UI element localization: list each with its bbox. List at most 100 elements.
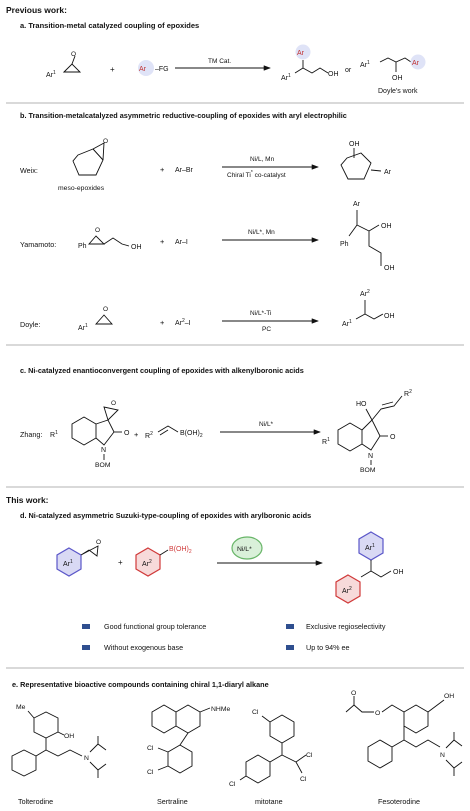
yamamoto-partner: Ar–I <box>175 239 188 246</box>
fesoterodine-o1: O <box>351 690 356 697</box>
ar-label: Ar <box>139 66 147 73</box>
doyle-author: Doyle: <box>20 320 40 329</box>
bullet-4 <box>286 645 294 650</box>
doyle-cond-bottom: PC <box>262 326 271 333</box>
tolterodine-n: N <box>84 755 89 762</box>
branched-product: Ar1 Ar OH Doyle's work <box>360 54 426 95</box>
previous-work-heading: Previous work: <box>6 5 67 15</box>
weix-epoxide-o: O <box>103 138 108 145</box>
plus-c: + <box>134 430 139 439</box>
linear-product: Ar Ar1 OH <box>281 44 339 82</box>
product2-ar: Ar <box>412 60 420 67</box>
doyle-epoxide-o: O <box>103 306 108 313</box>
section-a-title: a. Transition-metal catalyzed coupling o… <box>20 21 199 30</box>
mitotane-structure: Cl Cl Cl Cl mitotane <box>229 709 313 806</box>
sertraline-cl1: Cl <box>147 745 154 752</box>
ar1-label: Ar1 <box>46 70 56 79</box>
feature-list: Good functional group tolerance Exclusiv… <box>82 622 386 652</box>
section-d: d. Ni-catalyzed asymmetric Suzuki-type-c… <box>20 511 404 652</box>
catalyst-badge <box>231 536 263 560</box>
section-e-title: e. Representative bioactive compounds co… <box>12 680 269 689</box>
yamamoto-prod-ph: Ph <box>340 241 349 248</box>
feature-2: Exclusive regioselectivity <box>306 622 386 631</box>
zhang-author: Zhang: <box>20 430 42 439</box>
feature-1: Good functional group tolerance <box>104 622 206 631</box>
mitotane-cl3: Cl <box>300 776 307 783</box>
plus-d: + <box>118 558 123 567</box>
this-work-heading: This work: <box>6 495 49 505</box>
tolterodine-oh: OH <box>64 733 74 740</box>
weix-prod-oh: OH <box>349 141 360 148</box>
aryl-fg-reagent: Ar –FG <box>138 60 169 76</box>
weix-partner: Ar–Br <box>175 167 194 174</box>
zhang-prod-r1: R1 <box>322 437 330 446</box>
condition-tm-cat: TM Cat. <box>208 58 231 65</box>
feature-3: Without exogenous base <box>104 643 183 652</box>
zhang-bom: BOM <box>95 462 111 469</box>
product-ar1: Ar1 <box>281 73 291 82</box>
doyle-prod-oh: OH <box>384 313 395 320</box>
zhang-boron: B(OH)2 <box>180 430 203 439</box>
bullet-1 <box>82 624 90 629</box>
d-boron: B(OH)2 <box>169 546 192 555</box>
zhang-prod-bom: BOM <box>360 467 376 474</box>
zhang-prod-r2: R2 <box>404 389 412 398</box>
fesoterodine-oh: OH <box>444 693 454 700</box>
doyle-partner: Ar2–I <box>175 318 191 327</box>
yamamoto-ph: Ph <box>78 243 87 250</box>
zhang-carbonyl-o: O <box>124 430 130 437</box>
plus-sign: + <box>110 65 115 74</box>
spiro-epoxide: R1 O O N BOM <box>50 400 130 469</box>
ar-highlight-circle-2 <box>295 44 311 60</box>
ar2-boronic-acid: Ar2 B(OH)2 <box>135 546 192 577</box>
doyle-prod-ar1: Ar1 <box>342 319 352 328</box>
doyle-row: Doyle: Ar1 O + Ar2–I Ni/L*-Ti PC Ar2 Ar1… <box>20 289 395 333</box>
or-label: or <box>345 67 352 74</box>
zhang-epoxide-o: O <box>111 400 116 407</box>
sertraline-name: Sertraline <box>157 797 188 806</box>
yamamoto-row: Yamamoto: Ph O OH + Ar–I Ni/L*, Mn Ar Ph… <box>20 201 395 272</box>
zhang-prod-ho: HO <box>356 401 367 408</box>
sertraline-nhme: NHMe <box>211 706 230 713</box>
product2-oh: OH <box>392 75 403 82</box>
yamamoto-epoxide-o: O <box>95 227 100 234</box>
bullet-2 <box>286 624 294 629</box>
sertraline-cl2: Cl <box>147 769 154 776</box>
weix-row: Weix: O meso-epoxides + Ar–Br Ni/L, Mn C… <box>20 138 392 192</box>
zhang-product: HO R2 R1 O N BOM <box>322 389 412 474</box>
ar-highlight-circle-3 <box>410 54 426 70</box>
doyle-ar1: Ar1 <box>78 323 88 332</box>
mitotane-cl4: Cl <box>229 781 236 788</box>
weix-author: Weix: <box>20 166 38 175</box>
ar1-label-d: Ar1 <box>63 559 73 568</box>
yamamoto-prod-oh2: OH <box>384 265 395 272</box>
fesoterodine-o2: O <box>375 710 380 717</box>
yamamoto-author: Yamamoto: <box>20 240 56 249</box>
epoxide-o: O <box>71 51 76 58</box>
product-ar: Ar <box>297 50 305 57</box>
weix-prod-ar: Ar <box>384 169 392 176</box>
fesoterodine-n: N <box>440 752 445 759</box>
prod-oh-d: OH <box>393 569 404 576</box>
yamamoto-oh: OH <box>131 244 142 251</box>
plus-b2: + <box>160 237 165 246</box>
mitotane-cl1: Cl <box>252 709 259 716</box>
zhang-prod-o: O <box>390 434 396 441</box>
doyle-cond-top: Ni/L*-Ti <box>250 310 271 317</box>
weix-cond-top: Ni/L, Mn <box>250 156 275 163</box>
feature-4: Up to 94% ee <box>306 643 350 652</box>
tolterodine-me: Me <box>16 704 26 711</box>
mitotane-cl2: Cl <box>306 752 313 759</box>
section-c-title: c. Ni-catalyzed enantioconvergent coupli… <box>20 366 304 375</box>
zhang-prod-n: N <box>368 453 373 460</box>
ar1-epoxide: Ar1 O <box>56 539 101 577</box>
zhang-r2: R2 <box>145 431 153 440</box>
tolterodine-structure: Me OH N Tolterodine <box>11 704 107 806</box>
weix-cond-bottom: Chiral Ti* co-catalyst <box>227 170 286 179</box>
prod-ar1-label: Ar1 <box>365 543 375 552</box>
fg-label: –FG <box>155 66 169 73</box>
fesoterodine-name: Fesoterodine <box>378 797 420 806</box>
zhang-condition: Ni/L* <box>259 421 274 428</box>
